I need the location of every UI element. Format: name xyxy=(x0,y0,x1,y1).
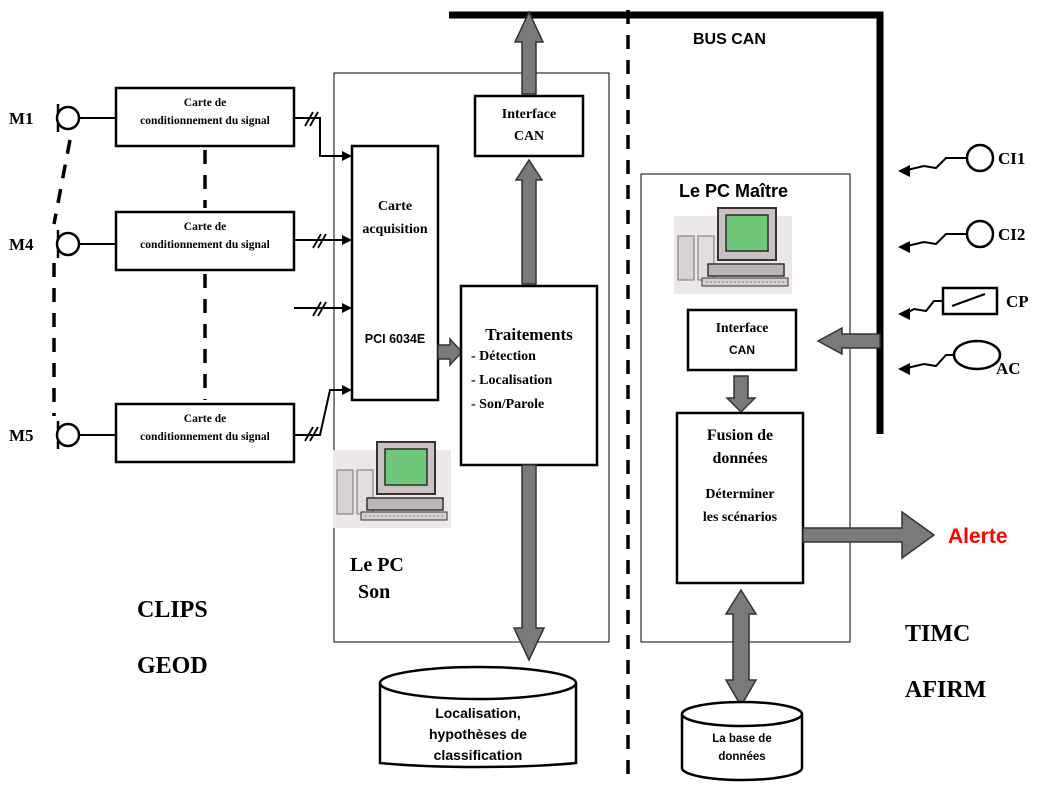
pc-master-computer-icon xyxy=(673,207,793,295)
sensor-circle-icon xyxy=(965,219,995,249)
bus-to-interface-arrow xyxy=(816,326,881,356)
conditioning-card-2: Carte de conditionnement du signal xyxy=(114,210,296,272)
can-bus-line xyxy=(449,11,884,434)
treatment-item: - Détection xyxy=(471,349,536,364)
sensor-label: CI1 xyxy=(998,149,1025,168)
lab-label-clips: CLIPS xyxy=(137,597,208,623)
signal-wires xyxy=(294,111,352,442)
sensor-label: CI2 xyxy=(998,225,1025,244)
acquisition-subtitle: acquisition xyxy=(362,222,428,237)
card-subtitle: conditionnement du signal xyxy=(140,239,270,251)
sensor-circle-icon xyxy=(965,143,995,173)
pc-son-label-2: Son xyxy=(358,581,390,603)
pc-master-label: Le PC Maître xyxy=(679,181,788,201)
fusion-title-2: données xyxy=(712,450,767,467)
interface-title: Interface xyxy=(716,320,768,335)
card-title: Carte de xyxy=(184,413,226,425)
interface-to-bus-arrow xyxy=(513,10,545,95)
mic-label: M1 xyxy=(9,109,34,128)
conditioning-card-1: Carte de conditionnement du signal xyxy=(114,86,296,148)
mic-icon-head xyxy=(55,231,81,257)
sensor-label: AC xyxy=(996,359,1021,378)
database-master: La base de données xyxy=(680,700,804,782)
treatments-box: Traitements - Détection - Localisation -… xyxy=(459,284,599,467)
database-line: données xyxy=(718,751,765,763)
fusion-to-database-arrow xyxy=(724,588,758,708)
lab-label-timc: TIMC xyxy=(905,621,970,647)
fusion-title: Fusion de xyxy=(707,427,773,444)
fusion-box: Fusion de données Déterminer les scénari… xyxy=(675,411,805,585)
sensor-ci1: CI1 xyxy=(898,143,1025,177)
bus-label: BUS CAN xyxy=(693,31,766,48)
database-line: hypothèses de xyxy=(429,726,527,742)
fusion-subtitle: Déterminer xyxy=(705,487,774,502)
sensor-ci2: CI2 xyxy=(898,219,1025,253)
sensor-cp: CP xyxy=(898,286,1029,320)
microphone-m5: M5 xyxy=(9,421,116,449)
card-subtitle: conditionnement du signal xyxy=(140,431,270,443)
interface-can-master: Interface CAN xyxy=(686,308,798,372)
conditioning-card-3: Carte de conditionnement du signal xyxy=(114,402,296,464)
card-title: Carte de xyxy=(184,221,226,233)
fusion-subtitle-2: les scénarios xyxy=(703,510,778,525)
treatment-item: - Son/Parole xyxy=(471,397,544,412)
treatment-item: - Localisation xyxy=(471,373,552,388)
mic-label: M4 xyxy=(9,235,34,254)
database-line: La base de xyxy=(712,733,771,745)
treatments-to-interface-arrow xyxy=(514,158,544,285)
microphone-m4: M4 xyxy=(9,230,116,258)
acquisition-title: Carte xyxy=(378,199,412,214)
card-subtitle: conditionnement du signal xyxy=(140,115,270,127)
treatments-title: Traitements xyxy=(485,325,573,344)
interface-to-fusion-arrow xyxy=(725,375,757,414)
database-son: Localisation, hypothèses de classificati… xyxy=(378,665,578,769)
database-line: classification xyxy=(434,747,523,763)
mic-icon-head xyxy=(55,105,81,131)
alert-arrow xyxy=(802,510,936,560)
sensor-oval-icon xyxy=(952,339,1002,371)
interface-can-son: Interface CAN xyxy=(473,94,585,158)
switch-icon xyxy=(941,286,999,316)
mic-icon-head xyxy=(55,422,81,448)
card-title: Carte de xyxy=(184,97,226,109)
interface-subtitle: CAN xyxy=(729,343,755,357)
lab-label-geod: GEOD xyxy=(137,653,208,679)
microphone-m1: M1 xyxy=(9,104,116,132)
mic-continuation-dash xyxy=(52,139,72,225)
mic-label: M5 xyxy=(9,426,34,445)
pc-son-computer-icon xyxy=(332,441,452,529)
lab-label-afirm: AFIRM xyxy=(905,677,986,703)
acquisition-card: Carte acquisition PCI 6034E xyxy=(350,144,440,402)
acquisition-model: PCI 6034E xyxy=(365,332,425,346)
interface-title: Interface xyxy=(502,107,556,122)
acquisition-to-treatments-arrow xyxy=(437,337,464,367)
pc-son-label: Le PC xyxy=(350,554,404,576)
alert-label: Alerte xyxy=(948,525,1008,548)
treatments-to-database-arrow xyxy=(512,464,546,662)
sensor-ac: AC xyxy=(898,339,1021,378)
sensor-label: CP xyxy=(1006,292,1029,311)
interface-subtitle: CAN xyxy=(514,129,544,144)
database-line: Localisation, xyxy=(435,705,521,721)
